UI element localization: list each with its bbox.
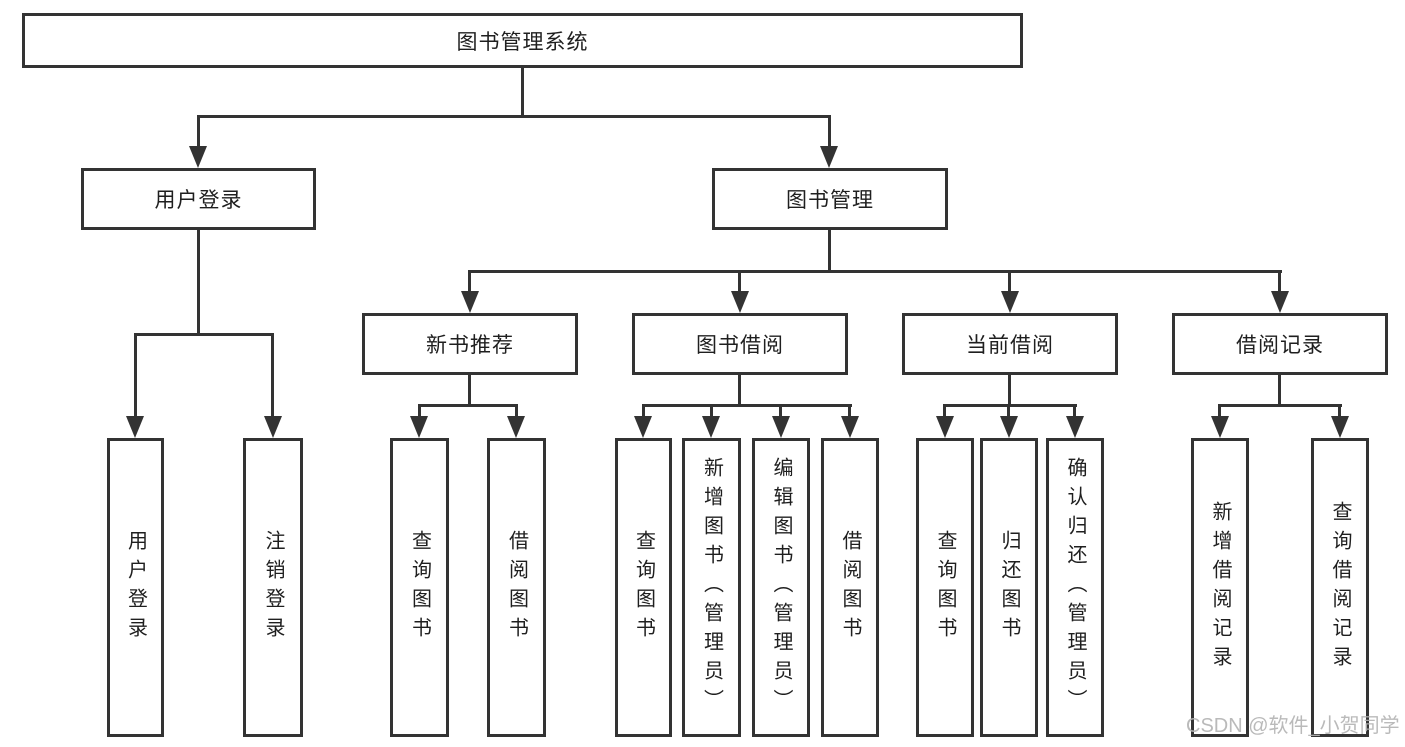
arrow-down-icon bbox=[731, 291, 749, 313]
arrow-down-icon bbox=[841, 416, 859, 438]
watermark-text: CSDN @软件_小贺同学 bbox=[1186, 715, 1400, 737]
connector-line bbox=[468, 270, 1282, 273]
node-label: 查询借阅记录 bbox=[1329, 500, 1351, 675]
node-book-borrowing: 图书借阅 bbox=[632, 313, 848, 375]
node-user-login: 用户登录 bbox=[81, 168, 316, 230]
arrow-down-icon bbox=[1000, 416, 1018, 438]
node-label: 新书推荐 bbox=[426, 334, 514, 357]
node-book-management: 图书管理 bbox=[712, 168, 948, 230]
connector-line bbox=[848, 407, 851, 416]
arrow-down-icon bbox=[126, 416, 144, 438]
connector-line bbox=[197, 118, 200, 146]
leaf-borrowing-borrow-books: 借阅图书 bbox=[821, 438, 879, 737]
leaf-recommend-borrow-books: 借阅图书 bbox=[487, 438, 546, 737]
node-label: 图书管理系统 bbox=[456, 30, 589, 54]
leaf-records-query-borrow-record: 查询借阅记录 bbox=[1311, 438, 1369, 737]
connector-line bbox=[779, 407, 782, 416]
arrow-down-icon bbox=[264, 416, 282, 438]
node-label: 查询图书 bbox=[934, 529, 956, 646]
node-current-borrowing: 当前借阅 bbox=[902, 313, 1118, 375]
arrow-down-icon bbox=[189, 146, 207, 168]
leaf-current-confirm-return-admin: 确认归还（管理员） bbox=[1046, 438, 1104, 737]
arrow-down-icon bbox=[634, 416, 652, 438]
connector-line bbox=[418, 407, 421, 416]
node-label: 当前借阅 bbox=[966, 334, 1054, 357]
node-label: 确认归还（管理员） bbox=[1064, 457, 1086, 718]
connector-line bbox=[642, 404, 852, 407]
arrow-down-icon bbox=[702, 416, 720, 438]
node-library-management-system: 图书管理系统 bbox=[22, 13, 1023, 68]
connector-line bbox=[1008, 375, 1011, 407]
node-label: 图书借阅 bbox=[696, 334, 784, 357]
node-new-book-recommendation: 新书推荐 bbox=[362, 313, 578, 375]
leaf-recommend-query-books: 查询图书 bbox=[390, 438, 449, 737]
connector-line bbox=[642, 407, 645, 416]
arrow-down-icon bbox=[1211, 416, 1229, 438]
connector-line bbox=[738, 375, 741, 407]
connector-line bbox=[1008, 273, 1011, 291]
node-label: 编辑图书（管理员） bbox=[770, 457, 792, 718]
node-label: 用户登录 bbox=[154, 189, 243, 212]
arrow-down-icon bbox=[461, 291, 479, 313]
connector-line bbox=[468, 273, 471, 291]
connector-line bbox=[418, 404, 518, 407]
arrow-down-icon bbox=[1271, 291, 1289, 313]
leaf-borrowing-edit-books-admin: 编辑图书（管理员） bbox=[752, 438, 810, 737]
node-label: 借阅图书 bbox=[839, 529, 861, 646]
node-label: 查询图书 bbox=[408, 529, 431, 646]
node-borrowing-records: 借阅记录 bbox=[1172, 313, 1388, 375]
arrow-down-icon bbox=[1001, 291, 1019, 313]
leaf-user-login: 用户登录 bbox=[107, 438, 164, 737]
connector-line bbox=[710, 407, 713, 416]
arrow-down-icon bbox=[1066, 416, 1084, 438]
connector-line bbox=[468, 375, 471, 407]
connector-line bbox=[943, 404, 1077, 407]
leaf-borrowing-add-books-admin: 新增图书（管理员） bbox=[682, 438, 741, 737]
connector-line bbox=[828, 230, 831, 273]
arrow-down-icon bbox=[772, 416, 790, 438]
arrow-down-icon bbox=[507, 416, 525, 438]
connector-line bbox=[738, 273, 741, 291]
node-label: 图书管理 bbox=[786, 189, 874, 212]
connector-line bbox=[1007, 407, 1010, 416]
node-label: 用户登录 bbox=[124, 529, 147, 646]
connector-line bbox=[134, 336, 137, 416]
leaf-current-query-books: 查询图书 bbox=[916, 438, 974, 737]
connector-line bbox=[943, 407, 946, 416]
leaf-records-add-borrow-record: 新增借阅记录 bbox=[1191, 438, 1249, 737]
node-label: 新增图书（管理员） bbox=[700, 457, 723, 718]
connector-line bbox=[1278, 375, 1281, 407]
connector-line bbox=[134, 333, 274, 336]
connector-line bbox=[521, 68, 524, 118]
leaf-logout-login: 注销登录 bbox=[243, 438, 303, 737]
arrow-down-icon bbox=[820, 146, 838, 168]
node-label: 借阅记录 bbox=[1236, 334, 1324, 357]
connector-line bbox=[1073, 407, 1076, 416]
leaf-borrowing-query-books: 查询图书 bbox=[615, 438, 672, 737]
node-label: 归还图书 bbox=[998, 529, 1020, 646]
arrow-down-icon bbox=[936, 416, 954, 438]
node-label: 借阅图书 bbox=[505, 529, 528, 646]
connector-line bbox=[1338, 407, 1341, 416]
node-label: 查询图书 bbox=[632, 529, 655, 646]
connector-line bbox=[197, 115, 831, 118]
leaf-current-return-books: 归还图书 bbox=[980, 438, 1038, 737]
connector-line bbox=[1218, 404, 1342, 407]
node-label: 新增借阅记录 bbox=[1209, 500, 1231, 675]
connector-line bbox=[271, 336, 274, 416]
connector-line bbox=[197, 230, 200, 336]
connector-line bbox=[1218, 407, 1221, 416]
connector-line bbox=[1278, 273, 1281, 291]
arrow-down-icon bbox=[1331, 416, 1349, 438]
arrow-down-icon bbox=[410, 416, 428, 438]
node-label: 注销登录 bbox=[262, 529, 284, 646]
connector-line bbox=[515, 407, 518, 416]
connector-line bbox=[828, 118, 831, 146]
